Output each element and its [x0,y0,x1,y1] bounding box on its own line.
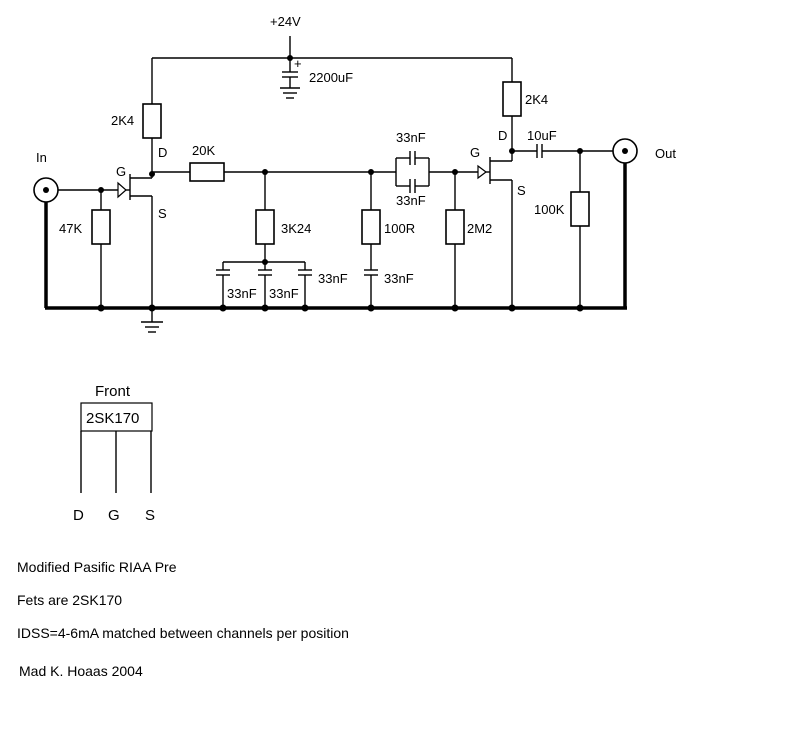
note-title: Modified Pasific RIAA Pre [17,559,177,575]
q1-source-label: S [158,206,167,221]
resistor-shunt [255,172,275,262]
c-shunt-3-label: 33nF [318,271,348,286]
c-shunt-4-label: 33nF [384,271,414,286]
pinout-diagram [80,402,153,493]
resistor-gate-in [91,190,111,308]
q2-source-label: S [517,183,526,198]
bridge-capacitors [395,151,480,193]
note-author: Mad K. Hoaas 2004 [19,663,143,679]
pin-g-label: G [108,507,120,524]
q2-gate-label: G [470,145,480,160]
pinout-part-label: 2SK170 [86,410,139,427]
svg-text:+: + [294,56,302,71]
resistor-gate-q2 [445,172,465,308]
q2-drain-label: D [498,128,507,143]
note-idss: IDSS=4-6mA matched between channels per … [17,625,349,641]
c-bridge-bottom-label: 33nF [396,193,426,208]
resistor-q2-load [502,58,522,161]
fet-q1 [101,174,153,308]
c-bridge-top-label: 33nF [396,130,426,145]
r-out-label: 100K [534,202,565,217]
r-shunt-label: 3K24 [281,221,311,236]
r-100-label: 100R [384,221,415,236]
c-shunt-1-label: 33nF [227,286,257,301]
supply-capacitor: + [280,56,302,99]
pinout-front-label: Front [95,383,131,400]
supply-label: +24V [270,14,301,29]
r-q1-load-label: 2K4 [111,113,134,128]
note-fets: Fets are 2SK170 [17,592,122,608]
fet-q2 [477,157,513,308]
c-out-label: 10uF [527,128,557,143]
signal-line-mid [149,162,396,182]
supply-cap-label: 2200uF [309,70,353,85]
output-label: Out [655,146,676,161]
output-jack [612,138,638,308]
pin-s-label: S [145,507,155,524]
r-gate-q2-label: 2M2 [467,221,492,236]
q1-drain-label: D [158,145,167,160]
output-stage [512,144,613,308]
r-gate-in-label: 47K [59,221,82,236]
pin-d-label: D [73,507,84,524]
capacitor-bank [216,259,312,308]
resistor-q1-load [142,58,162,174]
input-jack [33,177,104,308]
r-q2-load-label: 2K4 [525,92,548,107]
q1-gate-label: G [116,164,126,179]
input-label: In [36,150,47,165]
c-shunt-2-label: 33nF [269,286,299,301]
ground-rail [45,304,627,333]
supply-rail [152,36,512,61]
resistor-100r [361,172,381,308]
r-series-label: 20K [192,143,215,158]
